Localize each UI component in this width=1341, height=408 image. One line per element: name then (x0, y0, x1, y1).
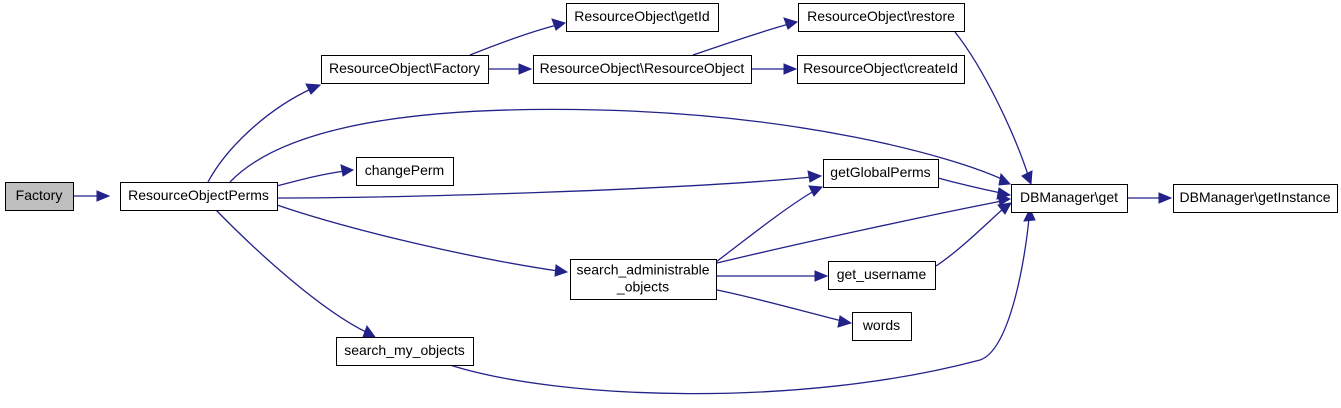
graph-node-dbgetinstance[interactable]: DBManager\getInstance (1173, 184, 1338, 213)
node-label: get_username (837, 266, 927, 282)
node-layer: Factory ResourceObjectPerms ResourceObject… (5, 3, 1338, 366)
graph-node-ro_factory[interactable]: ResourceObject\Factory (321, 55, 489, 84)
node-box[interactable] (1173, 184, 1338, 213)
graph-node-ro_getid[interactable]: ResourceObject\getId (566, 3, 719, 32)
node-box[interactable] (566, 3, 719, 32)
node-box[interactable] (797, 55, 965, 84)
call-edge-ro_ro-to-ro_restore (692, 17, 799, 56)
arrowhead-icon (554, 264, 569, 277)
graph-node-getglobalperms[interactable]: getGlobalPerms (823, 159, 939, 188)
graph-node-words[interactable]: words (852, 312, 912, 341)
node-box[interactable] (533, 55, 752, 84)
call-edge-get_username-to-dbget (935, 202, 1012, 267)
arrowhead-icon (997, 193, 1012, 206)
call-edge-ro_factory-to-ro_getid (469, 18, 567, 56)
node-label: search_administrable_objects (576, 261, 709, 294)
arrowhead-icon (998, 172, 1012, 186)
arrowhead-icon (551, 18, 567, 31)
node-label: Factory (16, 187, 63, 203)
call-edge-search_admin-to-dbget (716, 193, 1012, 264)
arrowhead-icon (807, 170, 823, 183)
arrowhead-icon (305, 83, 322, 95)
graph-node-factory[interactable]: Factory (5, 182, 74, 211)
node-box[interactable] (828, 261, 936, 290)
node-box[interactable] (852, 312, 912, 341)
node-box[interactable] (120, 182, 278, 211)
call-edge-perms-to-changeperm (276, 164, 355, 187)
graph-node-search_my[interactable]: search_my_objects (336, 337, 474, 366)
call-edge-perms-to-getglobalperms (276, 170, 823, 199)
call-edge-perms-to-search_admin (276, 204, 569, 277)
node-box[interactable] (321, 55, 489, 84)
node-label: DBManager\get (1020, 189, 1118, 205)
arrowhead-icon (362, 324, 376, 338)
node-label: ResourceObject\createId (803, 60, 958, 76)
call-edge-dbget-to-dbgetinstance (1128, 192, 1173, 204)
arrowhead-icon (1021, 170, 1033, 186)
node-box[interactable] (356, 157, 454, 186)
call-edge-search_my-to-dbget (449, 207, 1036, 395)
arrowhead-icon (814, 270, 829, 282)
graph-node-changeperm[interactable]: changePerm (356, 157, 454, 186)
node-label: search_my_objects (344, 342, 465, 358)
node-label: ResourceObject\ResourceObject (540, 60, 745, 76)
node-box[interactable] (5, 182, 74, 211)
arrowhead-icon (997, 202, 1012, 215)
call-edge-perms-to-ro_factory (207, 83, 322, 183)
node-label: ResourceObject\restore (807, 8, 955, 24)
graph-node-dbget[interactable]: DBManager\get (1011, 184, 1128, 213)
graph-node-get_username[interactable]: get_username (828, 261, 936, 290)
node-label: changePerm (365, 162, 444, 178)
node-label: ResourceObjectPerms (128, 187, 269, 203)
arrowhead-icon (340, 164, 355, 177)
node-label: DBManager\getInstance (1180, 189, 1331, 205)
call-edge-ro_ro-to-ro_createid (752, 63, 798, 75)
call-edge-perms-to-search_my (215, 209, 376, 338)
edge-layer (73, 17, 1173, 395)
arrowhead-icon (1158, 192, 1173, 204)
arrowhead-icon (783, 63, 798, 75)
call-edge-factory-to-perms (73, 190, 111, 202)
call-edge-search_admin-to-get_username (717, 270, 829, 282)
arrowhead-icon (808, 185, 824, 197)
arrowhead-icon (837, 315, 853, 328)
graph-node-search_admin[interactable]: search_administrable_objects (570, 259, 717, 300)
graph-node-perms[interactable]: ResourceObjectPerms (120, 182, 278, 211)
graph-node-ro_ro[interactable]: ResourceObject\ResourceObject (533, 55, 752, 84)
node-label: words (862, 317, 900, 333)
node-box[interactable] (798, 3, 965, 32)
arrowhead-icon (1023, 207, 1036, 222)
node-label: getGlobalPerms (830, 164, 930, 180)
call-edge-perms-to-dbget (229, 108, 1012, 186)
node-box[interactable] (1011, 184, 1128, 213)
node-label: ResourceObject\Factory (329, 60, 480, 76)
node-box[interactable] (570, 259, 717, 300)
graph-node-ro_createid[interactable]: ResourceObject\createId (797, 55, 965, 84)
call-edge-search_admin-to-words (716, 289, 853, 328)
call-edge-search_admin-to-getglobalperms (715, 185, 824, 263)
arrowhead-icon (783, 17, 799, 30)
arrowhead-icon (518, 63, 533, 75)
call-edge-ro_restore-to-dbget (954, 31, 1033, 186)
call-edge-ro_factory-to-ro_ro (489, 63, 533, 75)
graph-node-ro_restore[interactable]: ResourceObject\restore (798, 3, 965, 32)
node-box[interactable] (336, 337, 474, 366)
node-box[interactable] (823, 159, 939, 188)
arrowhead-icon (96, 190, 111, 202)
node-label: ResourceObject\getId (574, 8, 709, 24)
